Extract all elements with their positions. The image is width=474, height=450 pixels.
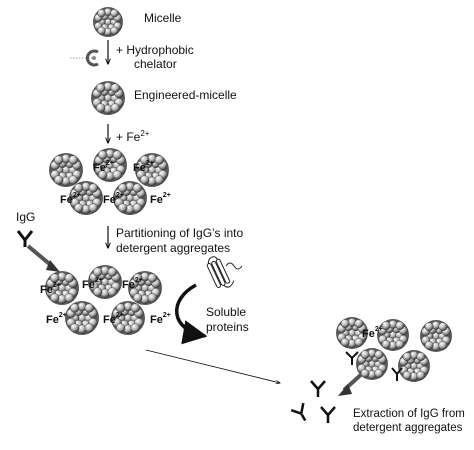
partition-label-line1: Partitioning of IgG’s into — [116, 226, 244, 240]
curved-arrow-icon — [175, 283, 208, 345]
fe-ion-symbol: Fe — [82, 279, 95, 291]
micelle-cluster-icon — [420, 320, 452, 352]
fe-ion-label: Fe2+ — [133, 160, 154, 174]
fe-ion-label: Fe2+ — [122, 277, 143, 291]
micelle-cluster-icon — [128, 271, 162, 305]
micelle-cluster-icon — [88, 265, 122, 299]
micelle-cluster-icon — [45, 271, 79, 305]
micelle-cluster-icon — [113, 181, 147, 215]
fe-ion-charge: 2+ — [162, 312, 171, 319]
fe-ion-charge: 2+ — [145, 160, 154, 167]
micelle-label: Micelle — [144, 11, 182, 25]
igg-exit-arrow — [338, 370, 366, 396]
fe-ion-charge: 2+ — [72, 192, 81, 199]
soluble-proteins-label-line1: Soluble — [206, 305, 247, 319]
extraction-label-line1: Extraction of IgG from — [353, 408, 465, 420]
micelle-cluster-icon — [111, 301, 145, 335]
fe-ion-symbol: Fe — [93, 162, 106, 174]
micelle-icon — [93, 7, 123, 37]
fe-ion-charge: 2+ — [115, 192, 124, 199]
fe-ion-label: Fe2+ — [60, 192, 81, 206]
fe-ion-symbol: Fe — [150, 314, 163, 326]
fe-ion-label: Fe2+ — [103, 192, 124, 206]
engineered-micelle-icon — [91, 81, 125, 115]
soluble-proteins-label-line2: proteins — [206, 320, 249, 334]
igg-antibody-icon — [290, 402, 307, 422]
fe-ion-label: Fe2+ — [150, 192, 171, 206]
micelle-cluster-icon — [356, 348, 388, 380]
igg-antibody-icon — [310, 380, 326, 397]
fe-ion-label: Fe2+ — [46, 312, 67, 326]
fe-addition-text: + Fe — [116, 130, 141, 144]
fe-ion-label: Fe2+ — [150, 312, 171, 326]
fe-addition-label: + Fe2+ — [116, 127, 149, 144]
fe-ion-charge: 2+ — [134, 277, 143, 284]
micelle-cluster-icon — [135, 153, 169, 187]
protein-tail-icon — [225, 262, 243, 270]
micelle-cluster-icon — [65, 301, 99, 335]
fe-ion-symbol: Fe — [133, 162, 146, 174]
fe-ion-charge: 2+ — [105, 160, 114, 167]
soluble-protein-icon — [206, 256, 235, 288]
fe-ion-charge: 2+ — [58, 312, 67, 319]
extraction-label-line2: detergent aggregates — [353, 422, 463, 434]
fe-ion-symbol: Fe — [103, 194, 116, 206]
fe-ion-charge: 2+ — [162, 192, 171, 199]
fe-ion-charge: 2+ — [115, 312, 124, 319]
fe-ion-symbol: Fe — [60, 194, 73, 206]
fe-ion-charge: 2+ — [52, 282, 61, 289]
bound-igg-icon — [345, 351, 403, 381]
fe-ion-symbol: Fe — [362, 328, 375, 340]
chelator-label-line2: chelator — [134, 57, 177, 71]
igg-antibody-icon — [16, 230, 34, 247]
chelator-icon — [70, 49, 99, 67]
transfer-arrow — [145, 349, 280, 383]
micelle-cluster-icon — [377, 319, 409, 351]
fe-ion-label: Fe2+ — [103, 312, 124, 326]
micelle-cluster-icon — [398, 350, 430, 382]
fe-ion-label: Fe2+ — [40, 282, 61, 296]
fe-ion-label: Fe2+ — [82, 277, 103, 291]
micelle-cluster-icon — [93, 148, 127, 182]
fe-ion-label: Fe2+ — [93, 160, 114, 174]
fe-ion-label: Fe2+ — [362, 326, 383, 340]
fe-ion-charge: 2+ — [94, 277, 103, 284]
fe-ion-symbol: Fe — [103, 314, 116, 326]
chelator-label-line1: + Hydrophobic — [116, 43, 194, 57]
micelle-cluster-icon — [336, 317, 368, 349]
fe-ion-symbol: Fe — [40, 284, 53, 296]
fe-addition-charge: 2+ — [140, 129, 150, 138]
micelle-cluster-icon — [49, 153, 83, 187]
igg-antibody-icon — [320, 406, 336, 423]
fe-ion-charge: 2+ — [374, 326, 383, 333]
fe-ion-symbol: Fe — [150, 194, 163, 206]
micelle-cluster-icon — [69, 181, 103, 215]
engineered-micelle-label: Engineered-micelle — [134, 88, 237, 102]
partition-label-line2: detergent aggregates — [116, 241, 231, 255]
igg-entry-arrow — [26, 244, 60, 272]
fe-ion-symbol: Fe — [46, 314, 59, 326]
igg-label: IgG — [16, 210, 36, 224]
fe-ion-symbol: Fe — [122, 279, 135, 291]
